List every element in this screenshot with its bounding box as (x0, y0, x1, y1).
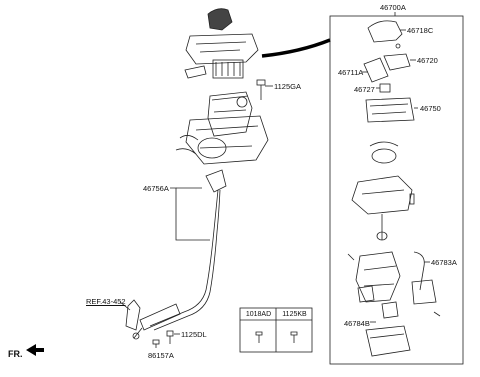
bolt-1125ga (256, 79, 273, 100)
label-46783a: 46783A (431, 258, 457, 267)
label-46784b: 46784B (344, 319, 370, 328)
ref-bracket (125, 299, 141, 331)
label-46711a: 46711A (338, 68, 364, 77)
connector-curve (261, 38, 331, 58)
clip-86157a (152, 339, 160, 348)
label-46718c: 46718C (407, 26, 434, 35)
shifter-lower-illustration (175, 91, 269, 165)
label-1125dl: 1125DL (181, 330, 207, 339)
label-ref: REF.43-452 (86, 297, 126, 306)
shifter-upper-illustration (184, 8, 259, 79)
label-46700a: 46700A (380, 3, 406, 12)
label-1125ga: 1125GA (274, 82, 301, 91)
label-46756a: 46756A (143, 184, 169, 193)
legend-table (239, 307, 313, 353)
legend-col1: 1018AD (245, 311, 272, 318)
cable-leader (170, 187, 210, 241)
module-46750 (365, 97, 418, 123)
label-front: FR. (8, 349, 23, 359)
shift-cable (132, 169, 227, 340)
label-46750: 46750 (420, 104, 441, 113)
nut-1125dl (166, 330, 180, 344)
switch-46727 (376, 83, 391, 93)
bracket-46711a (362, 57, 389, 83)
front-arrow (26, 344, 44, 356)
assembly-frame (329, 15, 464, 365)
lower-unit-illustration (347, 141, 441, 357)
label-46727: 46727 (354, 85, 375, 94)
legend-col2: 1125KB (282, 311, 307, 318)
label-86157a: 86157A (148, 351, 174, 360)
label-46720: 46720 (417, 56, 438, 65)
knob-46718c (367, 20, 406, 49)
indicator-46720 (383, 53, 416, 71)
